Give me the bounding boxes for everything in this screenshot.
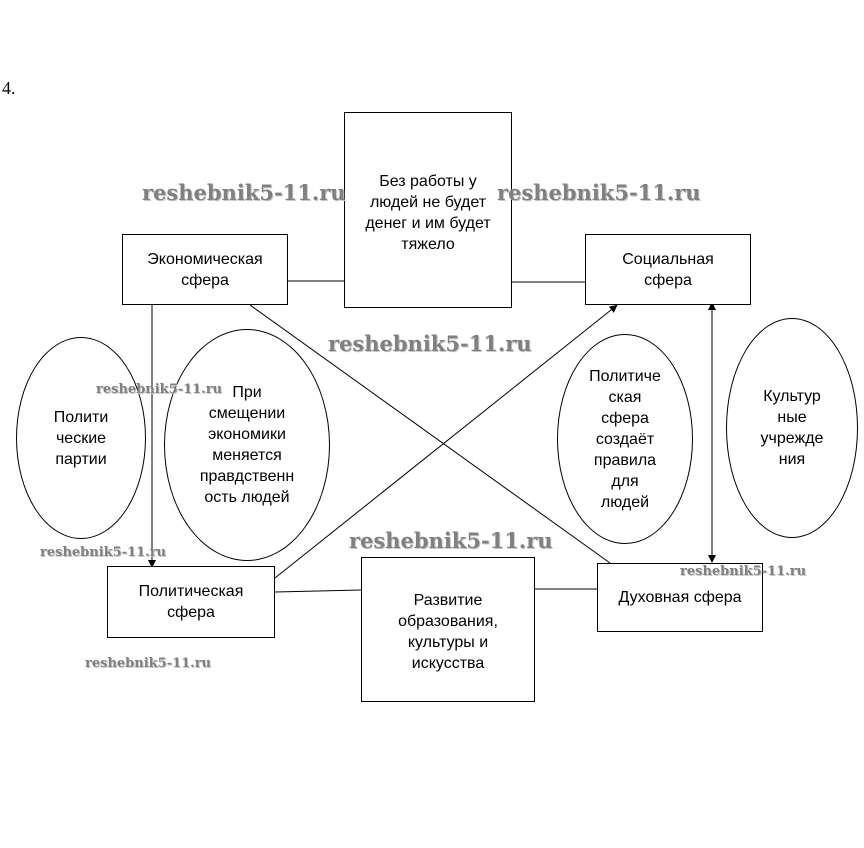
watermark-5: reshebnik5-11.ru bbox=[349, 528, 553, 553]
node-social-sphere: Социальная сфера bbox=[585, 234, 751, 305]
oval-cultural-institutions: Культур ные учрежде ния bbox=[726, 318, 858, 538]
node-work-box: Без работы у людей не будет денег и им б… bbox=[344, 112, 512, 308]
arrow-political-social bbox=[274, 304, 618, 579]
node-development-box: Развитие образования, культуры и искусст… bbox=[361, 557, 535, 702]
task-number: 4. bbox=[2, 78, 16, 98]
watermark-8: reshebnik5-11.ru bbox=[85, 656, 212, 671]
oval-politics-rules: Политиче ская сфера создаёт правила для … bbox=[557, 334, 693, 544]
oval-economy-change: При смещении экономики меняется правдств… bbox=[164, 329, 330, 561]
line-political-development bbox=[274, 589, 362, 593]
node-political-sphere: Политическая сфера bbox=[107, 566, 275, 638]
node-spiritual-sphere: Духовная сфера bbox=[597, 563, 763, 632]
watermark-6: reshebnik5-11.ru bbox=[40, 545, 167, 560]
node-economic-sphere: Экономическая сфера bbox=[122, 234, 288, 305]
watermark-4: reshebnik5-11.ru bbox=[96, 382, 223, 397]
oval-political-parties: Полити ческие партии bbox=[16, 337, 146, 539]
watermark-3: reshebnik5-11.ru bbox=[328, 331, 532, 356]
watermark-7: reshebnik5-11.ru bbox=[680, 564, 807, 579]
watermark-2: reshebnik5-11.ru bbox=[497, 180, 701, 205]
watermark-1: reshebnik5-11.ru bbox=[142, 180, 346, 205]
line-economic-spiritual bbox=[249, 304, 611, 564]
